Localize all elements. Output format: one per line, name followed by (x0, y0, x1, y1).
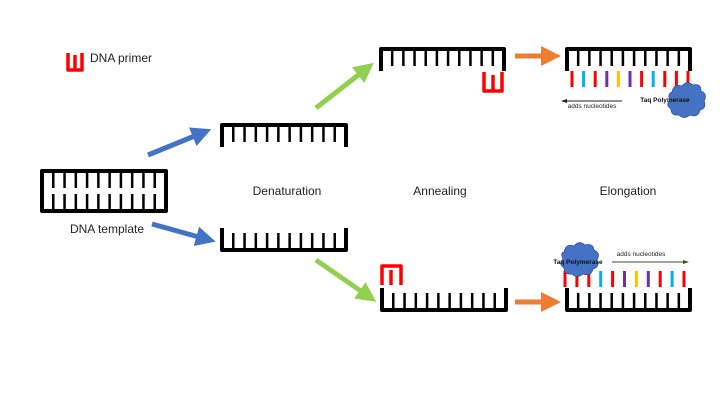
anneal-arrow-top (314, 62, 374, 110)
taq-polymerase-label-top: Taq Polymerase (640, 97, 690, 104)
nucleotides-top (570, 71, 690, 87)
nucleotides-bottom (563, 271, 686, 287)
taq-polymerase-blob-bottom (560, 242, 599, 277)
annealing-strand-bottom (380, 288, 508, 312)
taq-polymerase-blob-top (667, 82, 706, 118)
primer-annealed-bottom (380, 264, 403, 285)
template-strand-bottom (40, 189, 168, 213)
denature-arrow-bottom (151, 221, 216, 246)
adds-nucleotides-bottom: adds nucleotides (617, 251, 667, 258)
primer-legend-icon (66, 53, 84, 72)
template-label: DNA template (70, 222, 144, 236)
taq-polymerase-label-bottom: Taq Polymerase (553, 259, 603, 266)
denaturation-label: Denaturation (253, 184, 322, 198)
anneal-arrow-bottom (314, 257, 377, 302)
denatured-strand-top (220, 123, 348, 147)
elongation-strand-bottom (565, 288, 692, 312)
annealing-strand-top (379, 47, 506, 71)
template-strand-top (40, 169, 168, 193)
denatured-strand-bottom (220, 228, 348, 252)
annealing-label: Annealing (413, 184, 466, 198)
denature-arrow-top (147, 127, 212, 158)
primer-legend-label: DNA primer (90, 51, 152, 65)
adds-nucleotides-top: adds nucleotides (568, 103, 618, 110)
elongation-strand-top (565, 47, 692, 71)
elongation-label: Elongation (600, 184, 657, 198)
primer-annealed-top (482, 72, 504, 93)
